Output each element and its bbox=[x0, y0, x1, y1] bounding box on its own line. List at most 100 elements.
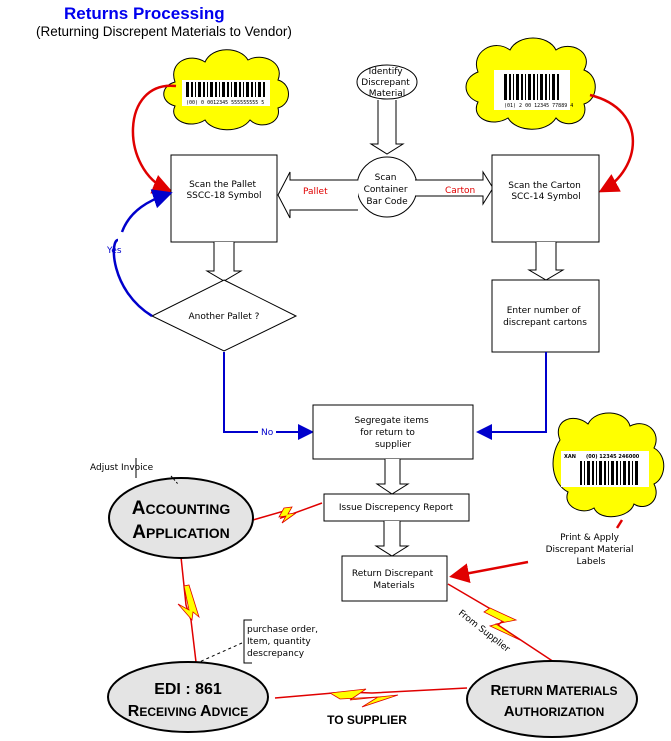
barcode-bar bbox=[620, 461, 621, 485]
barcode-bar bbox=[239, 82, 241, 97]
bolt-accounting-edi bbox=[177, 556, 200, 663]
barcode-bar bbox=[540, 74, 543, 100]
barcode-bar bbox=[587, 461, 590, 485]
cartons-connector bbox=[476, 352, 547, 440]
return-materials-text: Return Discrepant Materials bbox=[352, 569, 436, 591]
scan-container-text: Scan Container Bar Code bbox=[364, 173, 411, 207]
barcode-bar bbox=[616, 461, 618, 485]
barcode-bar bbox=[215, 82, 217, 97]
edi-861-node bbox=[107, 661, 269, 733]
scan-pallet-box bbox=[170, 154, 278, 243]
print-apply-arrow bbox=[449, 560, 529, 584]
barcode-bar bbox=[525, 74, 526, 100]
barcode-bars bbox=[186, 82, 265, 97]
edi-line1: EDI : 861 bbox=[154, 681, 222, 698]
accounting-line1: ACCOUNTING bbox=[132, 498, 231, 519]
barcode-bar bbox=[549, 74, 550, 100]
adjust-invoice-note: Adjust Invoice bbox=[90, 463, 154, 473]
identify-down-arrow bbox=[369, 100, 405, 155]
barcode-bar bbox=[552, 74, 555, 100]
pallet-cloud-arrow bbox=[131, 84, 177, 194]
yes-connector-lower bbox=[112, 238, 153, 318]
barcode-bar bbox=[263, 82, 265, 97]
barcode-bars bbox=[504, 74, 559, 100]
barcode-bar bbox=[207, 82, 208, 97]
return-materials-authorization-node bbox=[466, 660, 638, 738]
carton-barcode-cloud: (01) 2 00 12345 77889 4 bbox=[465, 37, 596, 130]
barcode-bars bbox=[580, 461, 638, 485]
barcode-bar bbox=[222, 82, 225, 97]
another-pallet-text: Another Pallet ? bbox=[189, 312, 260, 322]
barcode-bar bbox=[186, 82, 189, 97]
po-note: purchase order, Item, quantity descrepan… bbox=[247, 625, 321, 659]
cloud-tail bbox=[615, 519, 624, 529]
print-apply-text: Print & Apply Discrepant Material Labels bbox=[546, 533, 637, 567]
pallet-label: Pallet bbox=[303, 187, 328, 197]
barcode-bar bbox=[533, 74, 535, 100]
barcode-bar bbox=[580, 461, 582, 485]
barcode-bar bbox=[604, 461, 606, 485]
barcode-bar bbox=[599, 461, 602, 485]
barcode-bar bbox=[246, 82, 249, 97]
bolt-report-accounting bbox=[252, 502, 323, 524]
no-label: No bbox=[261, 428, 274, 438]
edi-line2: RECEIVING ADVICE bbox=[128, 703, 249, 720]
barcode-bar bbox=[504, 74, 507, 100]
barcode-bar bbox=[234, 82, 237, 97]
enter-cartons-box bbox=[491, 279, 600, 353]
barcode-bar bbox=[584, 461, 585, 485]
material-label-cloud: XAN (00) 12345 246000 bbox=[552, 412, 665, 518]
barcode-bar bbox=[521, 74, 523, 100]
barcode-bar bbox=[198, 82, 201, 97]
barcode-bar bbox=[255, 82, 256, 97]
another-pallet-decision bbox=[150, 279, 298, 352]
page-title: Returns Processing bbox=[64, 4, 225, 23]
enter-cartons-text: Enter number of discrepant cartons bbox=[503, 306, 587, 328]
barcode-bar bbox=[545, 74, 547, 100]
barcode-bar bbox=[592, 461, 594, 485]
po-note-leader bbox=[196, 642, 243, 664]
yes-label: Yes bbox=[106, 246, 122, 256]
barcode-bar bbox=[632, 461, 633, 485]
barcode-bar bbox=[203, 82, 205, 97]
barcode-bar bbox=[557, 74, 559, 100]
to-supplier-label: TO SUPPLIER bbox=[327, 713, 407, 727]
barcode-bar bbox=[608, 461, 609, 485]
issue-down-arrow bbox=[374, 521, 410, 557]
barcode-bar bbox=[611, 461, 614, 485]
barcode-bar bbox=[516, 74, 519, 100]
barcode-bar bbox=[191, 82, 193, 97]
scan-carton-box bbox=[491, 154, 600, 243]
identify-ellipse bbox=[356, 64, 418, 100]
barcode-bar bbox=[635, 461, 638, 485]
barcode-bar bbox=[528, 74, 531, 100]
barcode-bar bbox=[537, 74, 538, 100]
yes-connector-upper bbox=[120, 189, 173, 233]
barcode-bar bbox=[231, 82, 232, 97]
barcode-bar bbox=[251, 82, 253, 97]
return-materials-box bbox=[341, 555, 448, 602]
segregate-box bbox=[312, 404, 474, 460]
accounting-application-node bbox=[108, 477, 254, 559]
accounting-line2: APPLICATION bbox=[132, 522, 229, 543]
bolt-edi-rma bbox=[274, 687, 468, 708]
rma-line2: AUTHORIZATION bbox=[504, 703, 605, 720]
barcode-text: (00) 0 0012345 555555555 5 bbox=[186, 100, 264, 106]
barcode-bar bbox=[513, 74, 514, 100]
barcode-bar bbox=[509, 74, 511, 100]
pallet-barcode-cloud: (00) 0 0012345 555555555 5 bbox=[163, 49, 289, 131]
po-note-bracket bbox=[243, 619, 252, 664]
rma-line1: RETURN MATERIALS bbox=[490, 682, 617, 699]
barcode-bar bbox=[219, 82, 220, 97]
carton-down-arrow bbox=[527, 242, 565, 281]
carton-cloud-arrow bbox=[589, 93, 634, 193]
pallet-down-arrow bbox=[205, 242, 243, 282]
barcode-bar bbox=[623, 461, 626, 485]
scan-pallet-text: Scan the Pallet SSCC-18 Symbol bbox=[186, 180, 261, 201]
barcode-bar bbox=[628, 461, 630, 485]
barcode-text-left: XAN bbox=[564, 454, 576, 460]
segregate-down-arrow bbox=[375, 459, 410, 495]
adjust-invoice-leader bbox=[170, 475, 179, 485]
carton-label: Carton bbox=[445, 186, 475, 196]
no-connector-a bbox=[223, 352, 258, 433]
